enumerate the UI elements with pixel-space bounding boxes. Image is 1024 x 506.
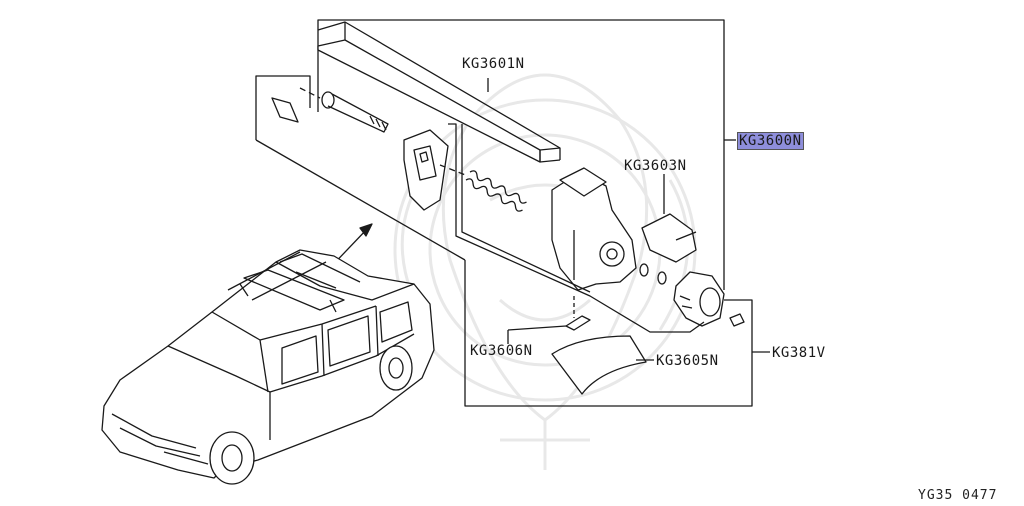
- washer-drawing: [639, 263, 649, 277]
- bracket-drawing: [403, 129, 449, 211]
- bolt-drawing: [299, 87, 389, 133]
- leader-lines: [448, 78, 770, 361]
- cap-drawing: [641, 213, 697, 263]
- part-label-cap[interactable]: KG3603N: [624, 158, 687, 174]
- housing-drawing: [551, 167, 637, 291]
- spring-drawing: [439, 164, 527, 212]
- part-label-rail-bar[interactable]: KG3601N: [462, 56, 525, 72]
- washer-drawing-2: [657, 271, 667, 285]
- knob-drawing: [673, 271, 725, 327]
- part-label-cover[interactable]: KG3605N: [656, 353, 719, 369]
- part-label-kit[interactable]: KG381V: [772, 345, 826, 361]
- pin-drawing: [729, 313, 745, 327]
- cover-drawing: [551, 335, 647, 395]
- car-drawing: [101, 249, 435, 485]
- rail-bar-drawing: [317, 21, 561, 163]
- clip-drawing: [565, 315, 591, 331]
- part-label-assembly-highlighted[interactable]: KG3600N: [737, 132, 804, 150]
- drawing-code: YG35 0477: [918, 488, 998, 503]
- pad-drawing: [271, 97, 299, 123]
- frame-outline: [255, 19, 753, 407]
- watermark-emblem: [393, 73, 697, 470]
- part-label-small-clip[interactable]: KG3606N: [470, 343, 533, 359]
